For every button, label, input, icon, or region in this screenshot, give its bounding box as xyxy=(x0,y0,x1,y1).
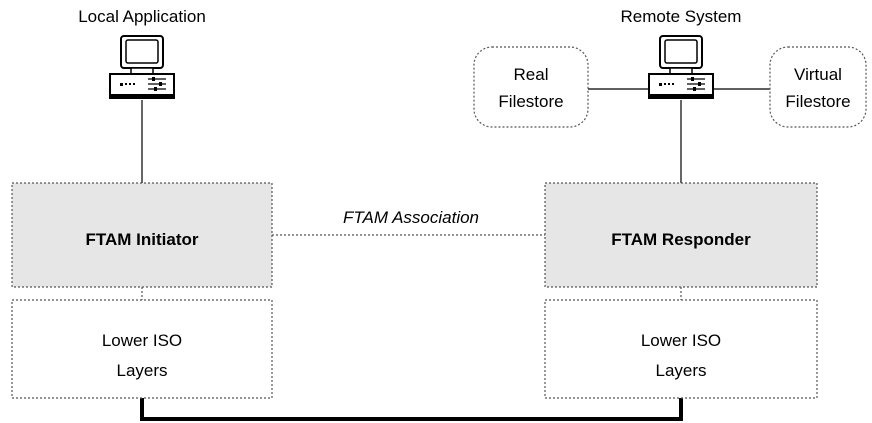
remote-computer-icon xyxy=(648,35,714,99)
physical-network-link xyxy=(140,398,683,421)
virtual-filestore-label-line1: Virtual xyxy=(794,65,842,84)
ftam-initiator-label: FTAM Initiator xyxy=(86,230,199,249)
local-computer-icon xyxy=(109,35,175,99)
real-filestore-label-line1: Real xyxy=(514,65,549,84)
virtual-filestore-shape xyxy=(769,46,867,128)
ftam-responder-box xyxy=(544,182,818,288)
remote-lower-iso-label-line1: Lower ISO xyxy=(641,331,721,350)
real-filestore-label-line2: Filestore xyxy=(498,92,563,111)
real-filestore-shape xyxy=(473,46,589,128)
ftam-initiator-box xyxy=(11,182,273,288)
ftam-association-label: FTAM Association xyxy=(343,208,479,227)
local-lower-iso-label-line2: Layers xyxy=(116,361,167,380)
local-lower-iso-box xyxy=(11,299,273,399)
ftam-responder-label: FTAM Responder xyxy=(611,230,751,249)
local-lower-iso-label-line1: Lower ISO xyxy=(102,331,182,350)
virtual-filestore-label-line2: Filestore xyxy=(785,92,850,111)
remote-lower-iso-box xyxy=(544,299,818,399)
local-application-caption: Local Application xyxy=(78,7,206,26)
remote-system-caption: Remote System xyxy=(621,7,742,26)
remote-lower-iso-label-line2: Layers xyxy=(655,361,706,380)
